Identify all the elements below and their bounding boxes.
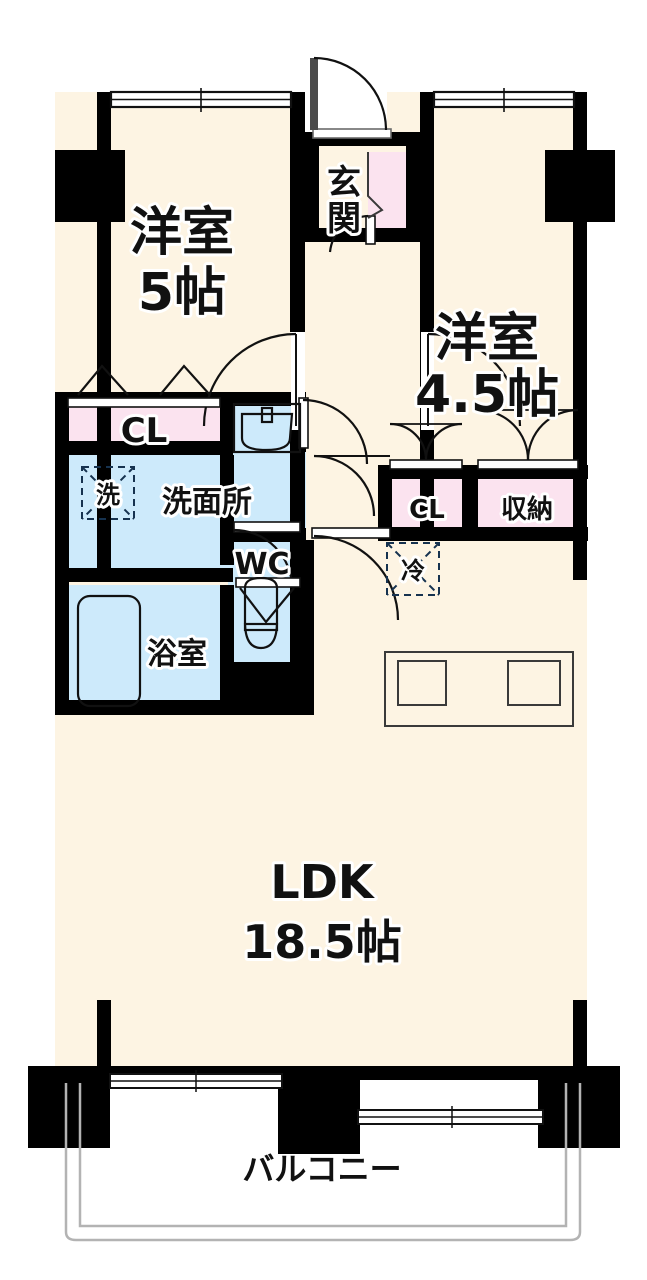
window-room-right[interactable] [432,88,576,112]
label-washer-slot: 洗 [96,481,120,509]
door-room-right[interactable] [427,332,522,427]
balcony-door-left[interactable] [109,1070,283,1092]
kitchen-stove [507,660,561,706]
closet-cl-right-swing[interactable] [389,422,463,470]
label-fridge-slot: 冷 [401,557,425,585]
label-genkan-2: 関 [327,199,361,239]
label-room-right: 洋室 [435,309,539,369]
walls [28,92,620,1154]
washbasin [232,402,302,454]
label-room-left: 洋室 [130,203,234,263]
washer-slot [81,466,135,520]
fridge-slot [386,542,440,596]
label-wc: WC [234,547,289,582]
label-balcony: バルコニー [242,1150,401,1188]
label-cl-left: CL [121,411,168,451]
label-shuno: 収納 [501,494,553,525]
label-senmenjo: 洗面所 [162,485,252,520]
label-genkan-1: 玄 [327,163,361,203]
toilet-bowl [243,576,279,650]
wet-area-fills [68,400,306,715]
balcony-door-right[interactable] [357,1106,544,1128]
front-door[interactable] [310,56,392,139]
bathtub [76,594,142,708]
genkan-inner-door[interactable] [328,152,384,253]
door-wc[interactable] [233,521,301,589]
closet-shuno-swing[interactable] [477,408,579,470]
balcony [64,1083,582,1242]
label-yokushitsu: 浴室 [147,637,207,672]
kitchen-sink [397,660,447,706]
kitchen-counter [384,651,574,727]
label-ldk: LDK [270,855,375,909]
label-room-right-size: 4.5帖 [415,365,559,425]
door-ldk[interactable] [311,454,400,621]
label-room-left-size: 5帖 [138,263,226,323]
label-cl-right: CL [409,495,445,525]
window-room-left[interactable] [109,88,293,112]
label-ldk-size: 18.5帖 [242,915,402,969]
closet-left-folding[interactable] [67,364,221,408]
